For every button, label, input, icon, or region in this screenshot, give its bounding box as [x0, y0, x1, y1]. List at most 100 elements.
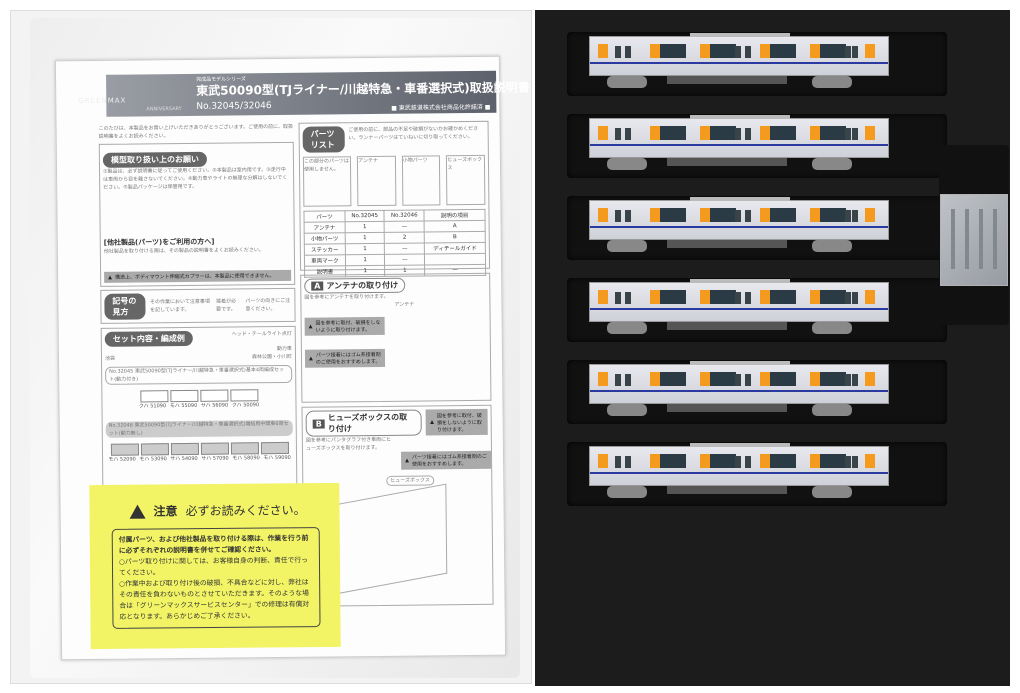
car-side-window: [845, 210, 851, 222]
table-header: No.32045: [344, 210, 385, 222]
tray-slot: [567, 360, 947, 424]
anniversary-text: ANNIVERSARY: [146, 106, 182, 113]
note-subtitle: 必ずお読みください。: [185, 503, 306, 519]
car-door: [700, 290, 710, 304]
car-door: [760, 44, 770, 58]
car-underfloor: [667, 240, 787, 248]
table-cell: 1: [345, 254, 386, 266]
table-cell: 1: [345, 243, 385, 255]
car-window: [710, 126, 736, 140]
car-label: モハ 52090: [108, 456, 136, 463]
parts-diagram: この部分のパーツは使用しません。 アンテナ 小物パーツ ヒューズボックス: [302, 154, 486, 207]
train-car: [589, 443, 889, 486]
direction-left: 池袋: [104, 355, 116, 362]
parts-sprue: [940, 194, 1008, 286]
note-body: 付属パーツ、および他社製品を取り付ける際は、作業を行う前に必ずそれぞれの説明書を…: [111, 527, 321, 629]
small-parts-label: 小物パーツ: [401, 155, 441, 206]
car-roof: [690, 115, 790, 119]
product-number: No.32045/32046: [196, 101, 272, 112]
car-door: [598, 454, 608, 468]
car-roof: [690, 279, 790, 283]
symbol-legend: 記号の見方 その作業において注意事項を記しています。 接着が必要です。 パーツの…: [100, 287, 296, 324]
table-cell: ステッカー: [304, 243, 346, 256]
parts-note: ご使用の前に、部品の不足や破損がないかお確かめください。ランナーパーツはていねい…: [348, 125, 479, 142]
car-label: クハ 50090: [231, 402, 260, 409]
warning-icon: ▲: [108, 274, 113, 281]
car-side-window: [745, 374, 751, 386]
section-a-letter: A: [311, 281, 324, 291]
car-window: [710, 290, 736, 304]
brand-logo: GREENMAX: [78, 96, 127, 106]
coupler-warning: ▲構造上、ボディマウント伸縮式カプラーは、本製品に使用できません。: [104, 269, 292, 283]
car-bogie: [812, 240, 852, 252]
car-window: [710, 372, 736, 386]
section-a-warn2: ▲パーツ接着にはゴム系接着剤のご使用をおすすめします。: [304, 348, 386, 368]
car-side-window: [845, 128, 851, 140]
car-door: [700, 208, 710, 222]
car-door: [865, 290, 875, 304]
car-door: [700, 44, 710, 58]
sheet-header: GREENMAX ANNIVERSARY 完成品モデルシリーズ 東武50090型…: [78, 70, 530, 117]
car-window: [770, 372, 796, 386]
car-side-window: [852, 128, 858, 140]
car-side-window: [852, 210, 858, 222]
car-window: [770, 44, 796, 58]
car-roof: [690, 443, 790, 447]
section-b-text: 図を参考にパンタグラフ付き車両にヒューズボックスを取り付けます。: [305, 436, 392, 452]
car-side-window: [845, 46, 851, 58]
train-car: [589, 279, 889, 322]
car-window: [660, 372, 686, 386]
handling-section: 模型取り扱い上のお願い ①製品は、必ず説明書に従ってご使用ください。②本製品は室…: [98, 141, 296, 287]
train-car: [589, 361, 889, 404]
tray-slot: [567, 442, 947, 506]
car-window: [660, 44, 686, 58]
car-window: [820, 44, 846, 58]
table-cell: 2: [384, 231, 425, 244]
parts-list-section: パーツリストご使用の前に、部品の不足や破損がないかお確かめください。ランナーパー…: [298, 120, 491, 278]
legend-light: ヘッド・テールライト点灯: [231, 330, 292, 338]
table-cell: 1: [344, 221, 385, 233]
car-door: [650, 208, 660, 222]
table-cell: B: [424, 231, 486, 243]
car-window: [710, 208, 736, 222]
fusebox-label: ヒューズボックス: [446, 154, 486, 206]
car-side-window: [735, 210, 741, 222]
warning-icon: ▲: [308, 355, 313, 362]
car-door: [650, 454, 660, 468]
car-diagram: [229, 389, 258, 402]
table-header: No.32046: [384, 209, 425, 222]
warn-text: 図を参考に取付、破損をしないように取り付けます。: [436, 412, 482, 433]
car-underfloor: [667, 404, 787, 412]
car-side-window: [845, 456, 851, 468]
car-side-window: [745, 210, 751, 222]
car-door: [810, 290, 820, 304]
section-b-fusebox-label: ヒューズボックス: [386, 475, 434, 486]
table-header: 説明の項目: [424, 209, 486, 221]
parts-title: パーツリスト: [302, 126, 345, 153]
car-side-window: [845, 374, 851, 386]
car-label: サハ 57090: [201, 455, 229, 462]
note-line: ○作業中および取り付け後の破損、不具合などに対し、弊社はその責任を負わないものと…: [119, 578, 310, 621]
car-diagram: [169, 389, 198, 403]
car-side-window: [625, 210, 631, 222]
train-car: [589, 33, 889, 76]
car-bogie: [607, 486, 647, 498]
car-label: クハ 51090: [138, 403, 167, 410]
car-side-window: [735, 128, 741, 140]
car-side-window: [735, 456, 741, 468]
car-window: [660, 208, 686, 222]
car-door: [598, 44, 608, 58]
car-window: [820, 290, 846, 304]
car-door: [700, 126, 710, 140]
car-door: [810, 44, 820, 58]
car-side-window: [745, 128, 751, 140]
section-a-antenna-label: アンテナ: [394, 301, 415, 308]
car-window: [770, 126, 796, 140]
sheet-title: 東武50090型(TJライナー/川越特急・車番選択式)取扱説明書: [196, 80, 530, 98]
car-door: [810, 208, 820, 222]
car-stripe: [590, 472, 888, 474]
car-roof: [690, 361, 790, 365]
car-door: [760, 454, 770, 468]
